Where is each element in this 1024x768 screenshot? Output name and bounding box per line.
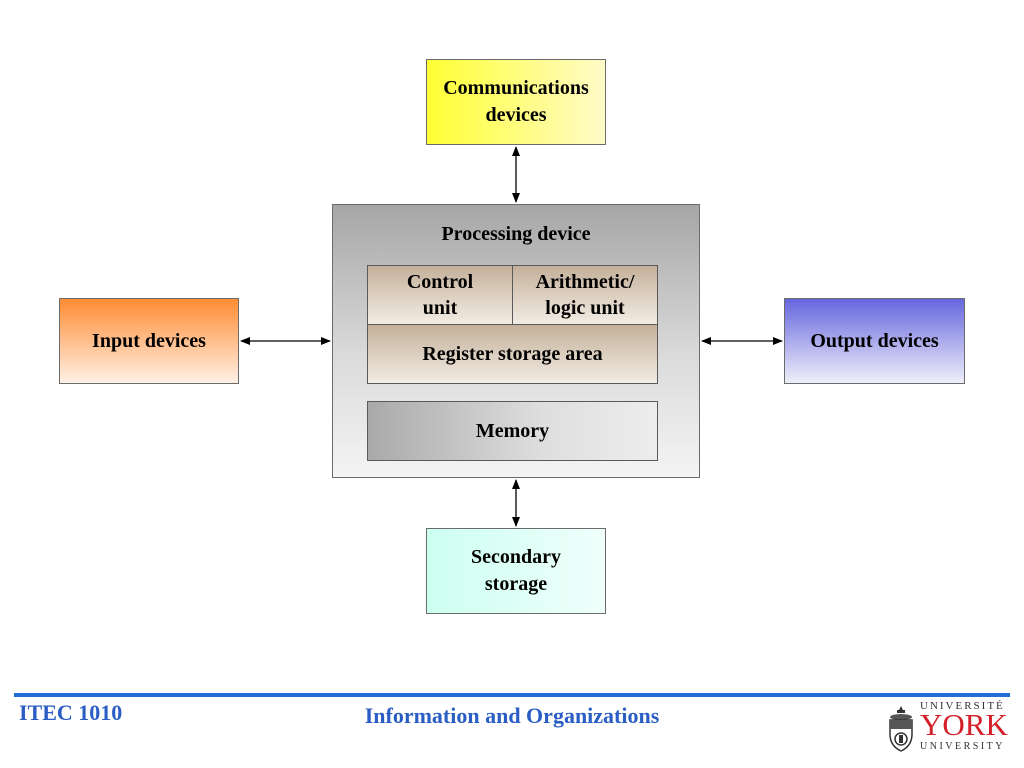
processing-device-title: Processing device xyxy=(441,223,591,245)
input-devices-label: Input devices xyxy=(92,329,206,352)
processing-device-box: Processing device Control unit Arithmeti… xyxy=(332,204,700,478)
memory-label: Memory xyxy=(475,420,550,442)
control-unit-box: Control unit xyxy=(367,265,513,325)
secondary-storage-label: Secondary storage xyxy=(471,546,561,595)
logo-york: YORK xyxy=(920,707,1008,742)
output-devices-label: Output devices xyxy=(810,329,939,352)
control-unit-label: Control unit xyxy=(406,271,474,319)
alu-box: Arithmetic/ logic unit xyxy=(512,265,658,325)
memory-box: Memory xyxy=(367,401,658,461)
course-code: ITEC 1010 xyxy=(19,700,123,725)
crest-icon xyxy=(889,706,913,752)
york-university-logo: UNIVERSITÉ YORK UNIVERSITY xyxy=(886,700,1010,754)
secondary-storage-box: Secondary storage xyxy=(426,528,606,614)
alu-label: Arithmetic/ logic unit xyxy=(535,271,635,319)
course-subtitle: Information and Organizations xyxy=(364,703,660,728)
logo-university: UNIVERSITY xyxy=(920,741,1005,752)
register-storage-label: Register storage area xyxy=(422,343,603,365)
output-devices-box: Output devices xyxy=(784,298,965,384)
logo-universite: UNIVERSITÉ xyxy=(920,700,1005,712)
communications-devices-label: Communications devices xyxy=(443,77,589,126)
register-storage-box: Register storage area xyxy=(367,324,658,384)
input-devices-box: Input devices xyxy=(59,298,239,384)
communications-devices-box: Communications devices xyxy=(426,59,606,145)
footer-rule xyxy=(14,693,1010,697)
